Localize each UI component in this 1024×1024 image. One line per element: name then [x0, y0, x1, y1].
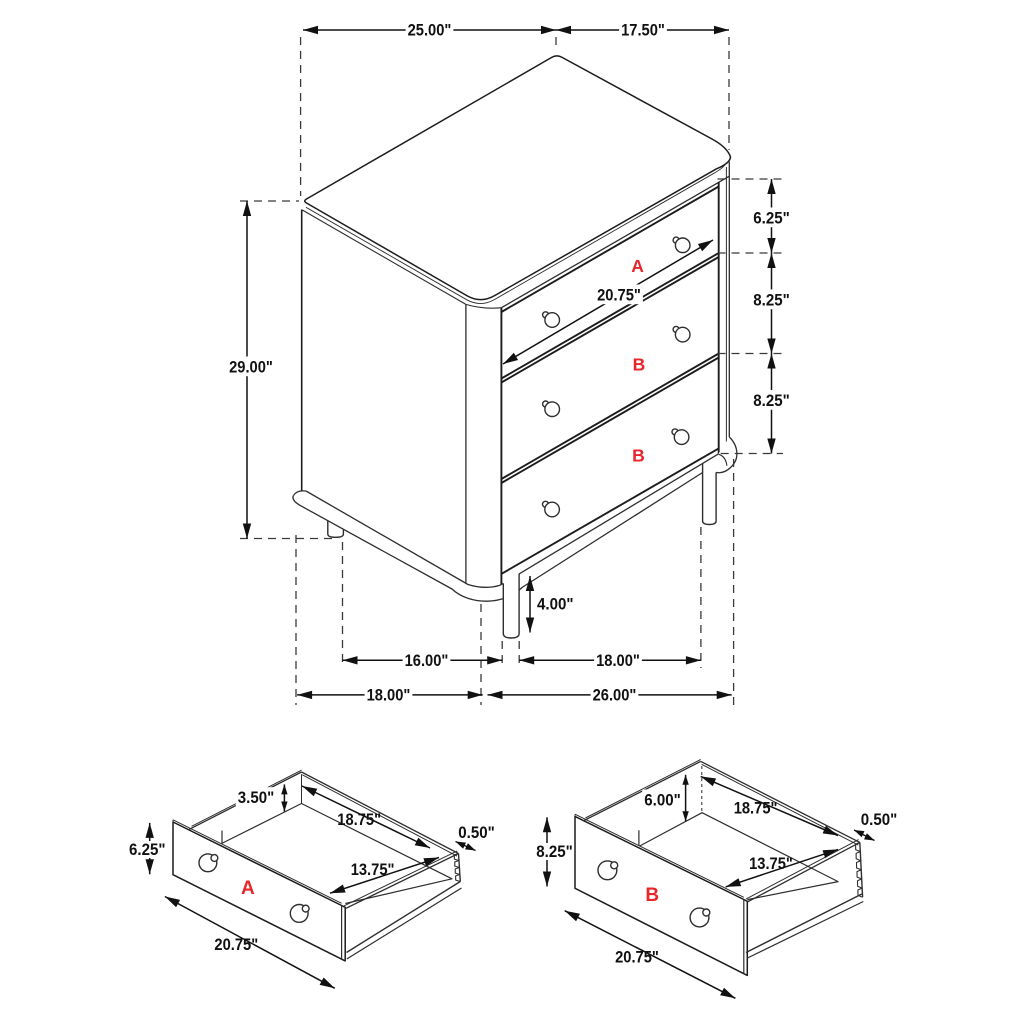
- svg-text:16.00": 16.00": [405, 651, 449, 670]
- svg-text:6.25": 6.25": [129, 840, 166, 859]
- svg-text:29.00": 29.00": [229, 358, 273, 377]
- svg-text:20.75": 20.75": [615, 948, 659, 967]
- svg-text:3.50": 3.50": [238, 788, 275, 807]
- svg-text:0.50": 0.50": [861, 810, 898, 829]
- svg-text:20.75": 20.75": [214, 935, 258, 954]
- svg-text:13.75": 13.75": [749, 854, 793, 873]
- svg-text:6.00": 6.00": [644, 791, 681, 810]
- svg-text:20.75": 20.75": [597, 286, 641, 305]
- svg-text:8.25": 8.25": [753, 391, 790, 410]
- svg-text:B: B: [633, 355, 646, 375]
- svg-text:13.75": 13.75": [351, 860, 395, 879]
- svg-text:18.00": 18.00": [596, 651, 640, 670]
- svg-text:B: B: [645, 885, 659, 906]
- svg-text:A: A: [631, 256, 644, 276]
- svg-text:18.75": 18.75": [337, 810, 381, 829]
- svg-text:0.50": 0.50": [458, 823, 495, 842]
- svg-text:4.00": 4.00": [537, 595, 574, 614]
- svg-text:25.00": 25.00": [408, 21, 452, 40]
- svg-text:18.00": 18.00": [367, 685, 411, 704]
- svg-text:18.75": 18.75": [734, 798, 778, 817]
- svg-text:6.25": 6.25": [753, 209, 790, 228]
- svg-text:8.25": 8.25": [753, 291, 790, 310]
- svg-text:8.25": 8.25": [536, 842, 573, 861]
- svg-text:17.50": 17.50": [621, 21, 665, 40]
- svg-text:B: B: [632, 445, 645, 465]
- svg-text:A: A: [241, 878, 255, 899]
- svg-text:26.00": 26.00": [593, 685, 637, 704]
